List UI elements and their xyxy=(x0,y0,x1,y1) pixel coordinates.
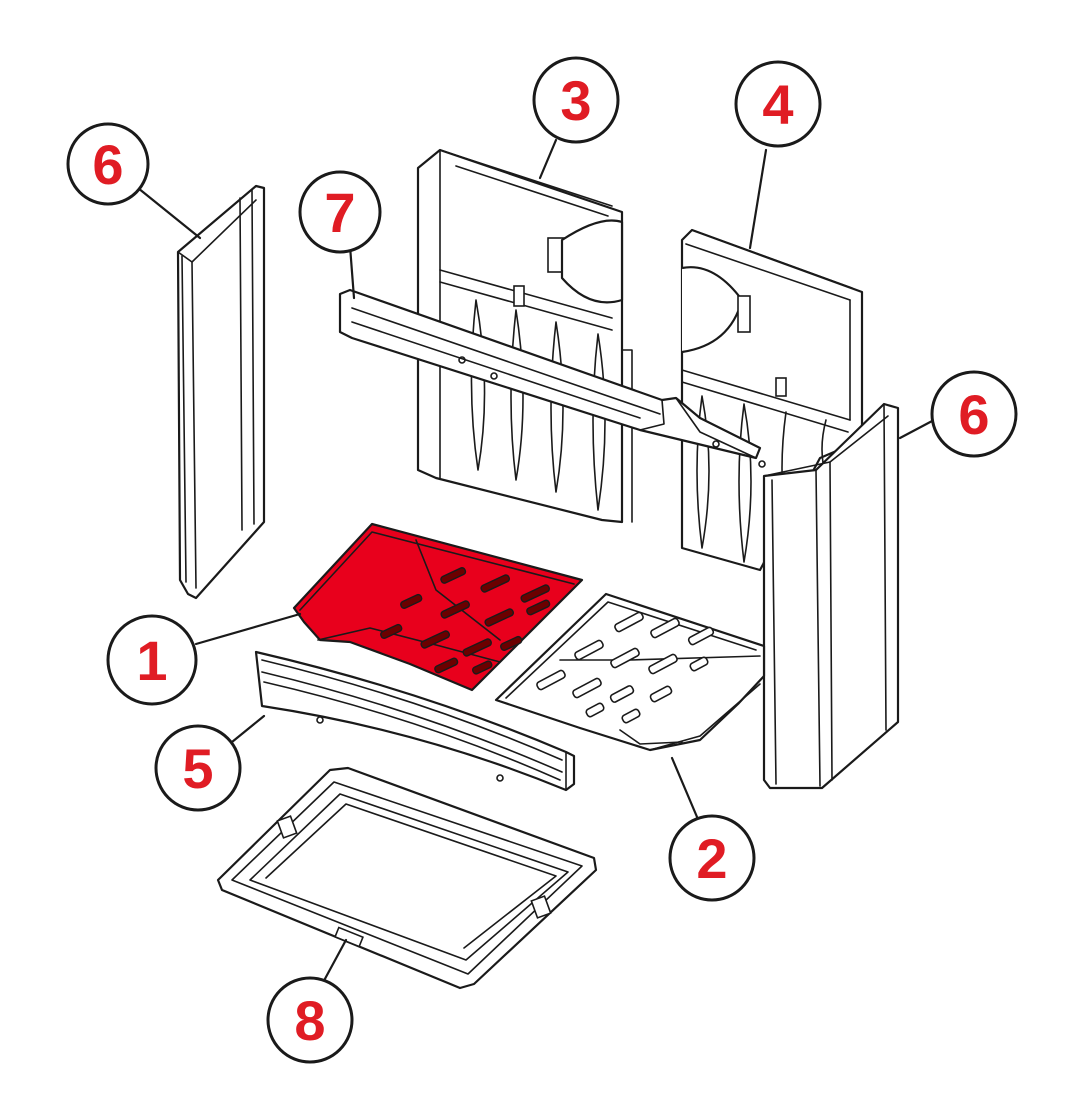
leader-6-right xyxy=(898,418,936,440)
ash-pan[interactable] xyxy=(216,766,598,990)
leader-1 xyxy=(194,612,302,646)
leader-2 xyxy=(670,756,702,826)
callout-2-label: 2 xyxy=(696,827,727,890)
callout-8-label: 8 xyxy=(294,989,325,1052)
side-panel-right[interactable] xyxy=(762,402,900,790)
callout-3: 3 xyxy=(532,56,620,144)
leader-7 xyxy=(348,244,356,300)
grate-left-slots xyxy=(380,567,551,675)
leader-6-left xyxy=(136,186,202,240)
leader-3 xyxy=(538,138,558,180)
callout-2: 2 xyxy=(668,814,756,902)
leader-4 xyxy=(748,148,768,250)
leader-5 xyxy=(230,714,266,744)
callout-7-label: 7 xyxy=(324,181,355,244)
callout-1-label: 1 xyxy=(136,629,167,692)
callout-8: 8 xyxy=(266,976,354,1064)
callout-4: 4 xyxy=(734,60,822,148)
callout-6-left-label: 6 xyxy=(92,133,123,196)
grate-right[interactable] xyxy=(494,592,766,752)
callout-6-right-label: 6 xyxy=(958,383,989,446)
grate-left-highlighted[interactable] xyxy=(292,522,584,692)
callout-4-label: 4 xyxy=(762,73,793,136)
callout-7: 7 xyxy=(298,170,382,254)
callout-6-left: 6 xyxy=(66,122,150,206)
front-fence[interactable] xyxy=(254,650,576,792)
callout-1: 1 xyxy=(106,614,198,706)
callout-6-right: 6 xyxy=(930,370,1018,458)
back-panel-left[interactable] xyxy=(416,148,633,524)
leader-lines xyxy=(136,138,936,990)
baffle-plate[interactable] xyxy=(338,288,766,468)
callout-3-label: 3 xyxy=(560,69,591,132)
side-panel-left[interactable] xyxy=(176,184,266,600)
callout-5-label: 5 xyxy=(182,737,213,800)
callout-5: 5 xyxy=(154,724,242,812)
grate-right-slots xyxy=(536,611,715,724)
